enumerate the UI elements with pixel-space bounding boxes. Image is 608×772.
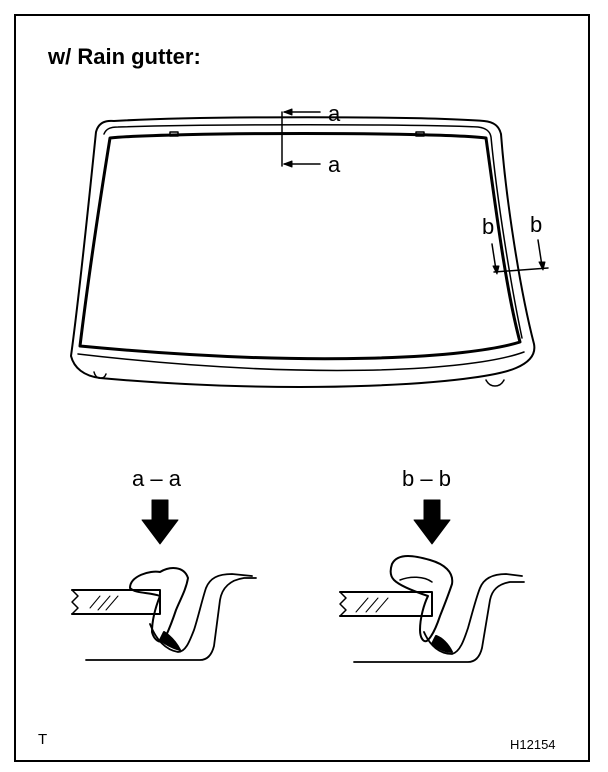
section-b-right-arrowhead	[538, 261, 546, 271]
windshield-bottom-line	[77, 351, 525, 372]
section-b-body-flange	[423, 573, 523, 655]
windshield-outer-outline	[70, 116, 536, 388]
section-b-adhesive	[431, 635, 453, 653]
top-clip-left	[169, 131, 179, 137]
figure-title: w/ Rain gutter:	[48, 44, 201, 69]
figure-code: H12154	[510, 737, 556, 752]
section-b-molding	[389, 555, 454, 643]
section-a-lower-arrowhead	[283, 160, 293, 168]
section-b-right-label: b	[530, 212, 542, 237]
section-a-glass-break	[71, 589, 79, 615]
section-b-view-arrow	[413, 499, 451, 545]
section-b-molding-lip	[399, 576, 433, 583]
section-b-cut-line	[493, 267, 549, 273]
section-a-cross-section	[71, 567, 257, 661]
figure-frame	[14, 14, 590, 762]
section-a-glass	[71, 589, 161, 615]
section-b-title: b – b	[402, 466, 451, 491]
section-a-adhesive	[159, 631, 181, 651]
section-a-title: a – a	[132, 466, 182, 491]
top-clip-right	[415, 131, 425, 137]
bottom-tab-left	[93, 371, 107, 379]
section-b-glass	[339, 591, 433, 617]
section-b-glass-break	[339, 591, 347, 617]
section-a-view-arrow	[141, 499, 179, 545]
section-b-cross-section	[339, 555, 525, 663]
section-a-molding	[129, 567, 189, 643]
section-a-upper-arrowhead	[283, 108, 293, 116]
section-b-body-panel	[353, 581, 525, 663]
section-b-left-arrowhead	[492, 265, 500, 275]
corner-mark: T	[38, 731, 48, 748]
section-a-lower-label: a	[328, 152, 341, 177]
windshield-glass-edge	[78, 132, 522, 361]
section-a-body-flange	[149, 573, 253, 653]
section-b-left-label: b	[482, 214, 494, 239]
windshield-molding-line	[103, 124, 523, 339]
section-a-upper-label: a	[328, 101, 341, 126]
section-a-body-panel	[85, 577, 257, 661]
bottom-tab-right	[485, 379, 505, 387]
